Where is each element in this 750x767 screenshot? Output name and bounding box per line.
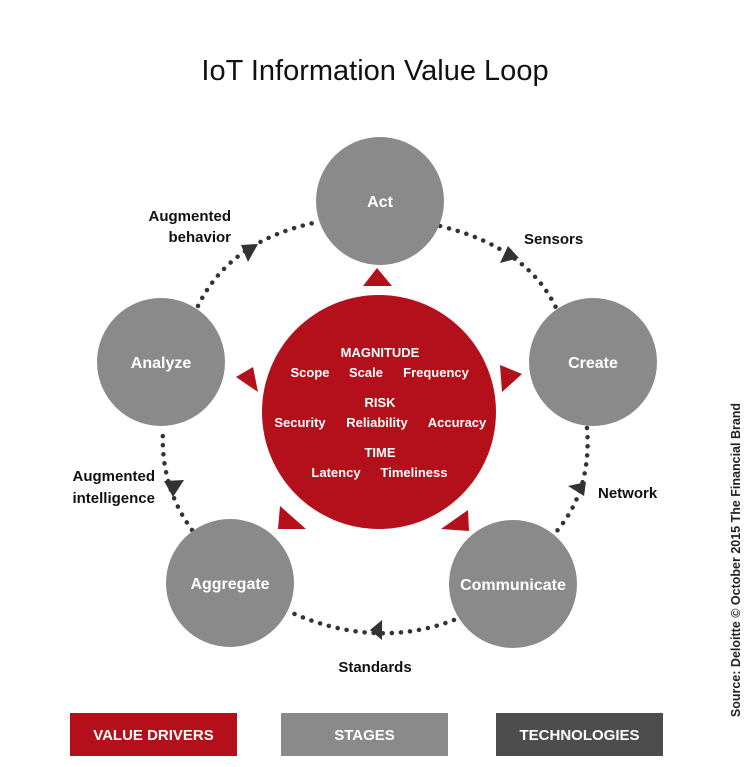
legend-technologies-swatch — [496, 713, 663, 756]
tech-augmented-intelligence-label: Augmented — [73, 468, 156, 485]
driver-time-item: Latency — [311, 465, 361, 480]
stage-create: Create — [529, 298, 657, 426]
stage-act: Act — [316, 137, 444, 265]
stage-aggregate-label: Aggregate — [190, 576, 269, 593]
stage-communicate-circle — [449, 520, 577, 648]
triangle-to-create-icon — [500, 365, 522, 392]
driver-risk-item: Accuracy — [428, 415, 487, 430]
stage-analyze-label: Analyze — [131, 355, 192, 372]
stage-aggregate-circle — [166, 519, 294, 647]
tech-augmented-behavior-label: behavior — [168, 229, 231, 246]
arrow-behavior-icon — [241, 244, 258, 262]
legend-value-drivers-label: VALUE DRIVERS — [93, 727, 214, 744]
technology-arrows — [164, 244, 586, 640]
triangle-to-analyze-icon — [236, 367, 258, 392]
connector-aggregate-analyze — [160, 427, 195, 533]
arrow-standards-icon — [370, 620, 382, 640]
legend: VALUE DRIVERS STAGES TECHNOLOGIES — [70, 713, 663, 756]
legend-value-drivers-swatch — [70, 713, 237, 756]
legend-stages-label: STAGES — [334, 727, 395, 744]
stage-aggregate: Aggregate — [166, 519, 294, 647]
stage-create-circle — [529, 298, 657, 426]
stage-analyze: Analyze — [97, 298, 225, 426]
value-driver-triangles — [236, 268, 522, 531]
tech-network-label: Network — [598, 485, 658, 502]
tech-standards-label: Standards — [338, 659, 411, 676]
driver-magnitude-item: Frequency — [403, 365, 470, 380]
driver-risk-heading: RISK — [364, 395, 396, 410]
legend-technologies: TECHNOLOGIES — [496, 713, 663, 756]
tech-augmented-intelligence-label: intelligence — [72, 490, 155, 507]
diagram-title: IoT Information Value Loop — [201, 55, 548, 87]
stage-act-circle — [316, 137, 444, 265]
stage-communicate: Communicate — [449, 520, 577, 648]
legend-value-drivers: VALUE DRIVERS — [70, 713, 237, 756]
connector-communicate-aggregate — [287, 609, 457, 636]
arrow-intelligence-icon — [164, 480, 184, 497]
stage-analyze-circle — [97, 298, 225, 426]
arrow-sensors-icon — [500, 246, 519, 263]
driver-risk-item: Reliability — [346, 415, 408, 430]
driver-time-item: Timeliness — [381, 465, 448, 480]
driver-magnitude-heading: MAGNITUDE — [341, 345, 420, 360]
arrow-network-icon — [568, 482, 586, 496]
driver-risk-item: Security — [274, 415, 326, 430]
driver-magnitude-item: Scale — [349, 365, 383, 380]
legend-technologies-label: TECHNOLOGIES — [519, 727, 639, 744]
value-drivers-circle — [262, 295, 496, 529]
source-credit: Source: Deloitte © October 2015 The Fina… — [729, 403, 743, 717]
legend-stages-swatch — [281, 713, 448, 756]
triangle-to-aggregate-icon — [278, 506, 306, 529]
driver-magnitude-item: Scope — [290, 365, 329, 380]
legend-stages: STAGES — [281, 713, 448, 756]
tech-augmented-behavior-label: Augmented — [149, 208, 232, 225]
stage-act-label: Act — [367, 194, 393, 211]
driver-time-heading: TIME — [364, 445, 395, 460]
stage-create-label: Create — [568, 355, 618, 372]
value-drivers-hub: MAGNITUDE Scope Scale Frequency RISK Sec… — [262, 295, 496, 529]
technology-labels: Sensors Network Standards Augmented inte… — [72, 208, 657, 676]
tech-sensors-label: Sensors — [524, 231, 583, 248]
stage-communicate-label: Communicate — [460, 577, 566, 594]
triangle-to-communicate-icon — [441, 510, 469, 531]
connector-create-communicate — [553, 425, 590, 535]
triangle-to-act-icon — [363, 268, 392, 286]
